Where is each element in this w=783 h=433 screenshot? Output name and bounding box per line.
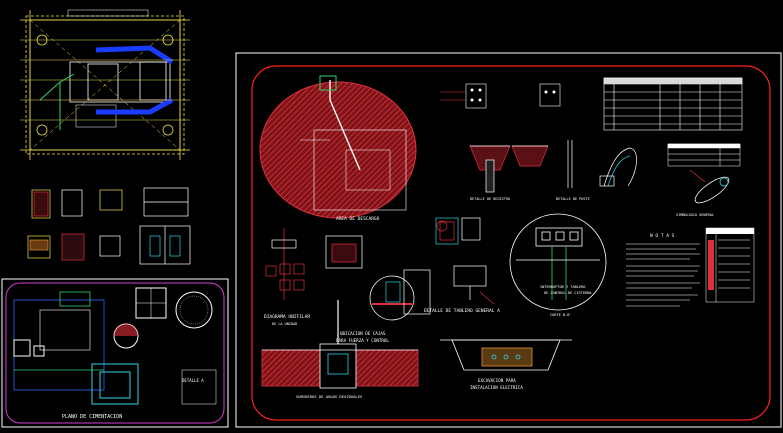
ground-detail: DETALLE DE REGISTRO — [469, 145, 511, 201]
section-label: CORTE B-B' — [550, 313, 572, 317]
main-sheet — [235, 52, 782, 428]
foundation-sheet: DETALLE A PLANO DE CIMENTACION — [1, 278, 229, 428]
ground-detail-label: DETALLE DE REGISTRO — [470, 197, 510, 201]
notes-block: N O T A S — [626, 233, 700, 307]
pole-detail: DETALLE DE POSTE — [556, 140, 590, 201]
boxes-label-2: PARA FUERZA Y CONTROL — [336, 338, 389, 343]
section-circle: INTERRUPTOR Y TABLERO DE CONTROL DE CIST… — [509, 213, 607, 317]
board-detail-label: DETALLE DE TABLERO GENERAL A — [424, 308, 500, 314]
discharge-area-label: AREA DE DESCARGO — [336, 216, 380, 222]
board-detail: DETALLE DE TABLERO GENERAL A — [424, 265, 500, 314]
notes-title: N O T A S — [650, 233, 675, 239]
legend-table — [705, 227, 755, 303]
pole-detail-label: DETALLE DE POSTE — [556, 197, 590, 201]
sump-section: SUMIDEROS DE AGUAS RESIDUALES — [261, 300, 419, 399]
symbols-label: SIMBOLOGIA GENERAL — [676, 213, 714, 217]
plan-green-lines — [39, 73, 75, 130]
connection-label-1: INTERRUPTOR Y TABLERO — [540, 285, 585, 289]
unifilar-label-1: DIAGRAMA UNIFILAR — [264, 314, 310, 320]
plan-grid-ticks — [20, 39, 190, 121]
foundation-title: PLANO DE CIMENTACION — [62, 414, 122, 420]
sump-label: SUMIDEROS DE AGUAS RESIDUALES — [296, 394, 363, 399]
excavation-label-2: INSTALACION ELECTRICA — [470, 385, 523, 390]
connection-label-2: DE CONTROL DE CISTERNA — [544, 291, 592, 295]
specs-table — [603, 77, 743, 131]
excavation-detail: EXCAVACION PARA INSTALACION ELECTRICA — [440, 339, 572, 390]
unifilar-label-2: DE LA UNIDAD — [272, 322, 297, 326]
foundation-detail-label: DETALLE A — [182, 378, 204, 383]
unifilar-diagram: DIAGRAMA UNIFILAR DE LA UNIDAD — [264, 228, 310, 326]
cable-detail — [599, 147, 637, 187]
connector-detail: SIMBOLOGIA GENERAL — [676, 169, 730, 217]
center-details: UBICACION DE CAJAS PARA FUERZA Y CONTROL — [325, 217, 481, 343]
small-details — [27, 187, 191, 265]
loads-table — [667, 143, 741, 167]
pit-detail — [511, 145, 549, 167]
junction-boxes — [440, 83, 561, 109]
boxes-label-1: UBICACION DE CAJAS — [340, 331, 386, 336]
discharge-area: AREA DE DESCARGO — [259, 75, 417, 222]
excavation-label-1: EXCAVACION PARA — [478, 378, 516, 383]
drain-pipes — [95, 45, 174, 115]
